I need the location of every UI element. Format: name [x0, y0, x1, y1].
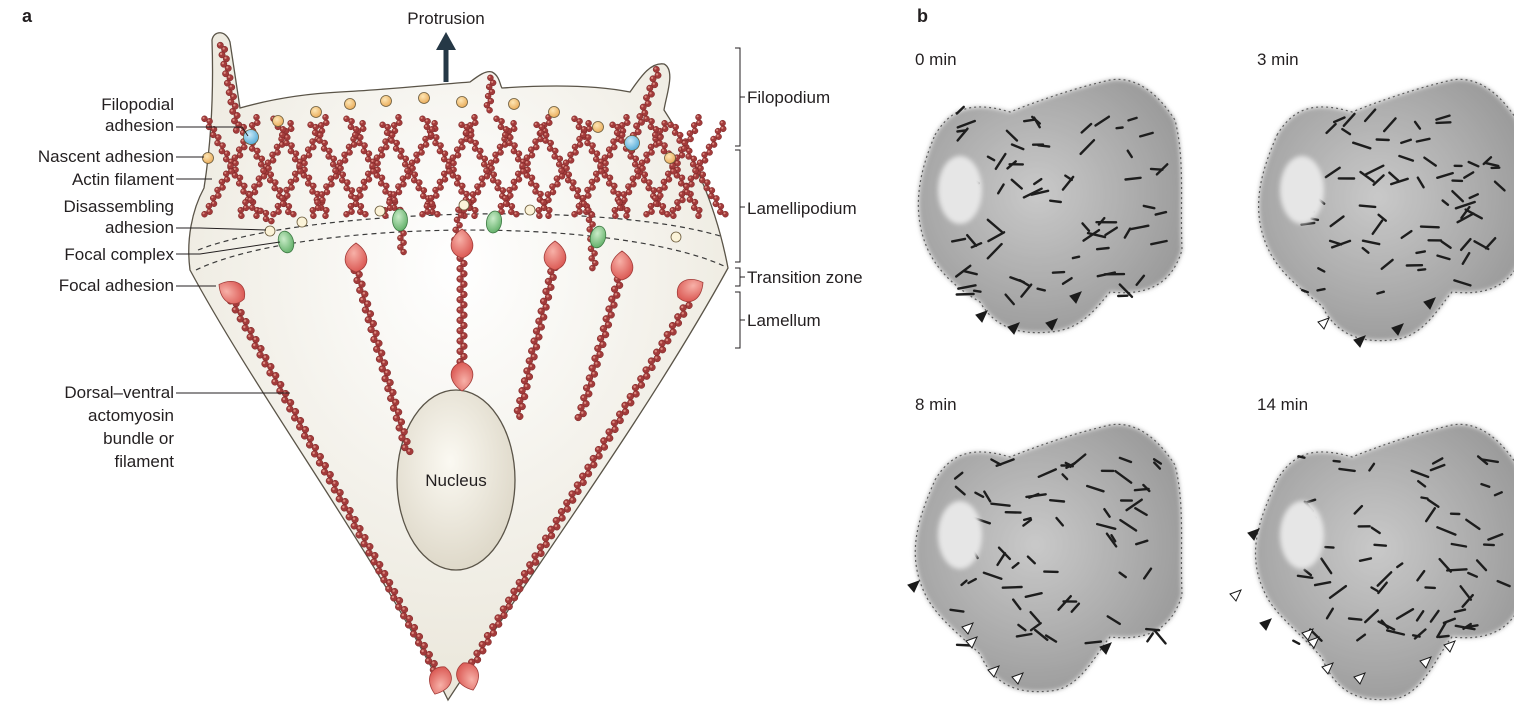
adhesion-streak	[1038, 145, 1049, 146]
adhesion-streak	[1439, 636, 1449, 637]
adhesion-streak	[1426, 587, 1435, 588]
cell-image-bright-region	[938, 501, 982, 569]
adhesion-streak	[1349, 619, 1361, 620]
micrograph-8-min: 8 min	[900, 385, 1188, 706]
micrograph-14-min: 14 min	[1230, 385, 1514, 706]
cell-image-bright-region	[1280, 501, 1324, 569]
label-disassembling-adhesion-1: Disassembling	[63, 197, 174, 216]
label-filopodial-adhesion-2: adhesion	[105, 116, 174, 135]
nucleus-label: Nucleus	[425, 471, 486, 490]
micrograph-0-min: 0 min	[900, 40, 1188, 365]
disassembling-adhesion-0	[265, 226, 275, 236]
focal-complex-1	[393, 209, 408, 231]
nascent-adhesion-1	[273, 116, 284, 127]
disassembling-adhesion-5	[671, 232, 681, 242]
adhesion-streak	[1418, 269, 1425, 270]
disassembling-adhesion-2	[375, 206, 385, 216]
adhesion-streak	[1024, 120, 1035, 122]
adhesion-streak	[974, 291, 980, 292]
protrusion-label: Protrusion	[407, 9, 484, 28]
disassembling-adhesion-1	[297, 217, 307, 227]
label-dorsal-ventral-3: bundle or	[103, 429, 174, 448]
adhesion-streak	[1073, 257, 1079, 258]
time-label-14: 14 min	[1257, 395, 1308, 414]
micrograph-3-min: 3 min	[1242, 40, 1514, 365]
adhesion-streak	[1146, 629, 1159, 630]
panel-a-diagram: a Nucleus Protrusion Filopodial adhesion…	[22, 6, 863, 700]
panel-a-letter: a	[22, 6, 33, 26]
nascent-adhesion-8	[549, 107, 560, 118]
label-dorsal-ventral-2: actomyosin	[88, 406, 174, 425]
label-focal-complex: Focal complex	[64, 245, 174, 264]
adhesion-streak	[1050, 201, 1061, 202]
label-disassembling-adhesion-2: adhesion	[105, 218, 174, 237]
label-filopodial-adhesion-1: Filopodial	[101, 95, 174, 114]
label-dorsal-ventral-4: filament	[114, 452, 174, 471]
label-lamellipodium: Lamellipodium	[747, 199, 857, 218]
adhesion-streak	[1325, 547, 1333, 548]
cell-image-bright-region	[1280, 156, 1324, 224]
adhesion-streak	[1334, 461, 1340, 462]
label-transition-zone: Transition zone	[747, 268, 863, 287]
label-actin-filament: Actin filament	[72, 170, 174, 189]
protrusion-arrow	[436, 32, 456, 82]
adhesion-streak	[1097, 248, 1109, 249]
open-arrowhead-icon	[1230, 590, 1241, 601]
disassembling-adhesion-4	[525, 205, 535, 215]
panel-b-micrographs: b 0 min 3 min 8 min 14 min	[900, 6, 1514, 706]
nascent-adhesion-0	[203, 153, 214, 164]
nascent-adhesion-4	[381, 96, 392, 107]
adhesion-streak	[1484, 545, 1494, 546]
label-nascent-adhesion: Nascent adhesion	[38, 147, 174, 166]
nascent-adhesion-3	[345, 99, 356, 110]
panel-b-letter: b	[917, 6, 928, 26]
adhesion-streak	[1003, 587, 1022, 588]
nascent-adhesion-6	[457, 97, 468, 108]
adhesion-streak	[1417, 251, 1425, 253]
adhesion-streak	[1053, 272, 1064, 273]
adhesion-streak	[1437, 122, 1451, 123]
time-label-8: 8 min	[915, 395, 957, 414]
adhesion-streak	[1117, 128, 1123, 129]
adhesion-streak	[1086, 642, 1101, 644]
label-lamellum: Lamellum	[747, 311, 821, 330]
label-filopodium: Filopodium	[747, 88, 830, 107]
adhesion-streak	[1050, 500, 1064, 501]
adhesion-streak	[1038, 289, 1045, 291]
label-dorsal-ventral-1: Dorsal–ventral	[64, 383, 174, 402]
label-focal-adhesion: Focal adhesion	[59, 276, 174, 295]
adhesion-streak	[1318, 289, 1325, 290]
adhesion-streak	[1298, 456, 1304, 457]
nascent-adhesion-2	[311, 107, 322, 118]
adhesion-streak	[1422, 498, 1428, 499]
disassembling-adhesion-3	[459, 200, 469, 210]
right-brackets: Filopodium Lamellipodium Transition zone…	[735, 48, 863, 348]
time-label-0: 0 min	[915, 50, 957, 69]
cell-image-bright-region	[938, 156, 982, 224]
adhesion-streak	[1360, 206, 1375, 207]
adhesion-streak	[1377, 140, 1389, 141]
adhesion-streak	[1375, 545, 1386, 546]
filopodial-adhesion-right	[625, 136, 640, 151]
nascent-adhesion-9	[593, 122, 604, 133]
nascent-adhesion-7	[509, 99, 520, 110]
adhesion-streak	[957, 294, 974, 295]
adhesion-streak	[1421, 227, 1439, 228]
adhesion-streak	[1126, 178, 1141, 180]
time-label-3: 3 min	[1257, 50, 1299, 69]
nascent-adhesion-5	[419, 93, 430, 104]
nascent-adhesion-10	[665, 153, 676, 164]
